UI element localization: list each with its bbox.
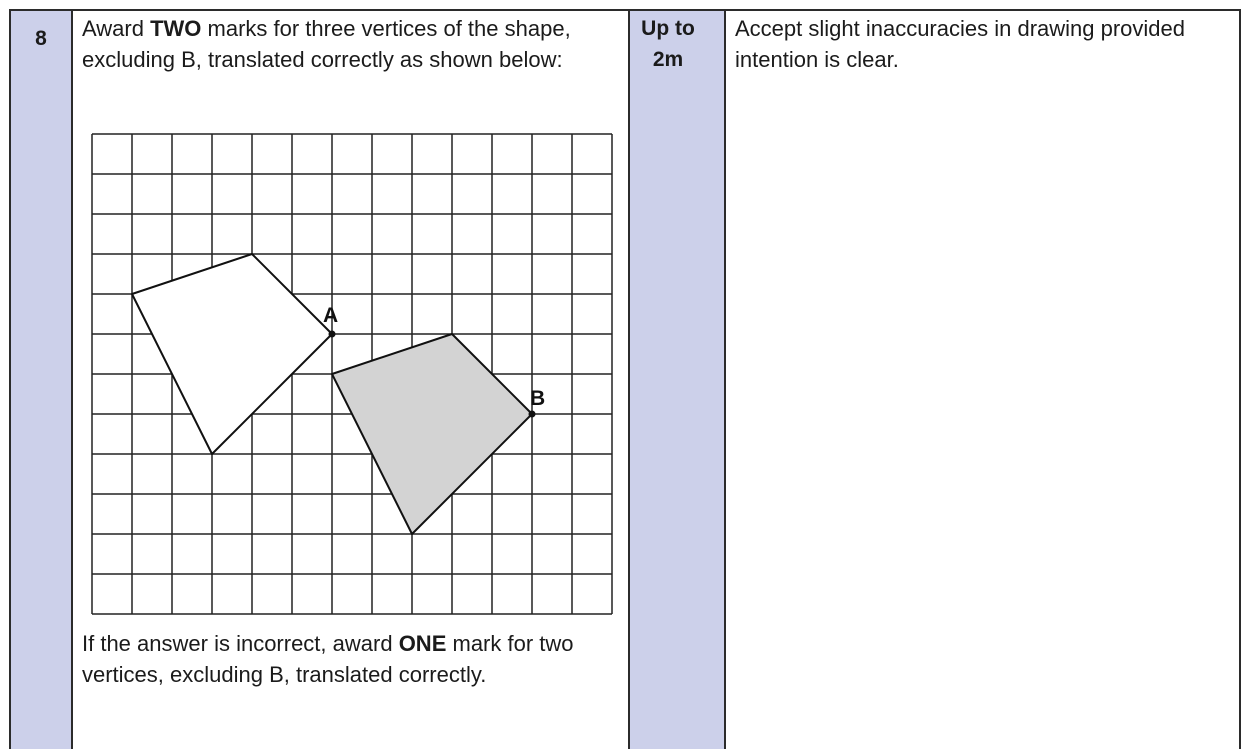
marks-available: Up to 2m xyxy=(621,13,715,75)
marks-line-1: Up to xyxy=(641,17,695,40)
main-criterion: Award TWO marks for three vertices of th… xyxy=(82,13,602,75)
translated-shape xyxy=(331,333,533,535)
marks-line-2: 2m xyxy=(652,48,684,71)
alternative-criterion-bold: ONE xyxy=(398,631,447,656)
question-number-column: 8 xyxy=(9,11,73,749)
marks-column xyxy=(628,11,726,749)
main-criterion-pre: Award xyxy=(82,16,151,41)
main-criterion-post: marks for three vertices of the shape, e… xyxy=(82,16,571,72)
main-criterion-bold: TWO xyxy=(150,16,202,41)
point-b-dot xyxy=(528,410,536,418)
point-a-label: A xyxy=(323,304,338,327)
point-b-label: B xyxy=(530,387,545,410)
alternative-criterion-pre: If the answer is incorrect, award xyxy=(82,631,399,656)
alternative-criterion: If the answer is incorrect, award ONE ma… xyxy=(82,628,602,690)
question-number: 8 xyxy=(35,27,47,50)
additional-guidance: Accept slight inaccuracies in drawing pr… xyxy=(735,16,1186,72)
original-shape xyxy=(131,253,333,455)
notes-column xyxy=(726,11,1241,749)
alternative-criterion-post: mark for two vertices, excluding B, tran… xyxy=(82,631,574,687)
translation-diagram: A B xyxy=(91,133,613,615)
point-a-dot xyxy=(328,330,336,338)
